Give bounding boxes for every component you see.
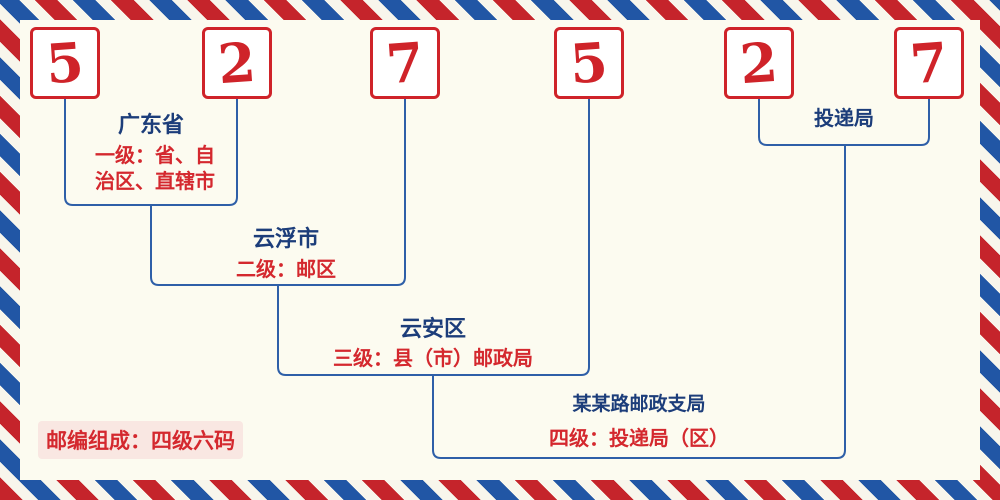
level2-description: 二级：邮区 (236, 257, 336, 281)
level4-branch-name: 某某路邮政支局 (572, 393, 706, 415)
postcode-digit-6: 7 (908, 29, 950, 97)
postcode-digit-box-2: 2 (202, 27, 272, 99)
delivery-bureau-label: 投递局 (814, 106, 874, 130)
postcode-digit-4: 5 (568, 29, 610, 97)
level3-region-name: 云安区 (399, 317, 467, 342)
postcode-digit-box-6: 7 (894, 27, 964, 99)
level4-description: 四级：投递局（区） (549, 426, 729, 450)
postcode-digit-3: 7 (384, 29, 426, 97)
postcode-digit-box-4: 5 (554, 27, 624, 99)
postcode-digit-box-1: 5 (30, 27, 100, 99)
envelope-background (20, 20, 980, 480)
level1-description-line2: 治区、直辖市 (95, 169, 215, 193)
level1-description-line1: 一级：省、自 (95, 143, 215, 167)
postcode-digit-box-5: 2 (724, 27, 794, 99)
postcode-digit-box-3: 7 (370, 27, 440, 99)
level1-region-name: 广东省 (117, 113, 185, 138)
level3-description: 三级：县（市）邮政局 (333, 346, 533, 370)
postcode-composition-note: 邮编组成：四级六码 (38, 421, 243, 459)
postcode-digit-1: 5 (44, 29, 86, 97)
level2-region-name: 云浮市 (252, 227, 320, 252)
postcode-digit-5: 2 (738, 29, 780, 97)
postcode-digit-2: 2 (216, 29, 258, 97)
